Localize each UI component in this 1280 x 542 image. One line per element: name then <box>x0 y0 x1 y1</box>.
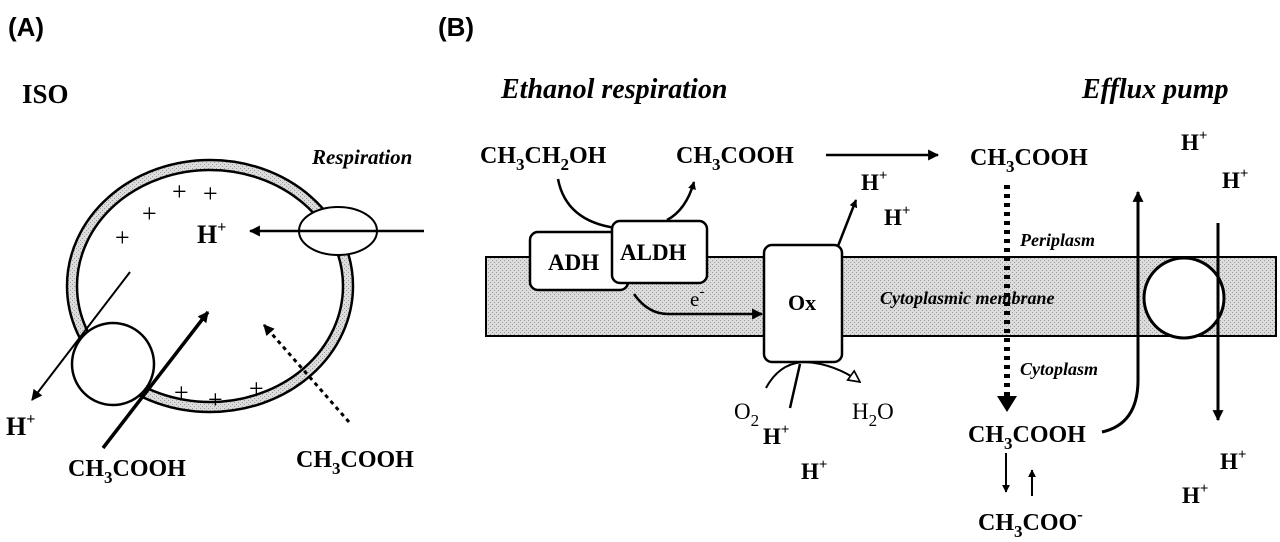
panel-a-label: (A) <box>8 12 44 42</box>
panel-a: (A) ISO Respiration H+ + + + + + + + H+ … <box>6 12 424 487</box>
acetic-acid-left: CH3COOH <box>68 456 186 487</box>
electron-label: e- <box>690 284 704 311</box>
ethanol-to-adh-curve <box>556 178 617 230</box>
proton-out-2: H+ <box>884 203 910 230</box>
acetic-acid-efflux-arrow <box>1101 190 1144 434</box>
diffusion-arrowhead <box>997 396 1017 412</box>
adh-label: ADH <box>548 250 599 275</box>
efflux-pump-title: Efflux pump <box>1081 74 1229 105</box>
proton-in-1: H+ <box>763 422 789 449</box>
acetic-acid-diffusion-arrow <box>262 324 351 423</box>
charge-mark: + <box>174 378 189 407</box>
respiration-label: Respiration <box>311 145 412 169</box>
acetic-acid-cytoplasm: CH3COOH <box>968 422 1086 453</box>
cytoplasm-label: Cytoplasm <box>1020 359 1098 379</box>
aldh-label: ALDH <box>620 240 687 265</box>
positive-charges-top: + + + + <box>115 177 218 252</box>
pump-proton-out-2: H+ <box>1222 166 1248 193</box>
efflux-pump-transporter <box>1142 256 1226 340</box>
electron-transfer-arrow <box>632 293 764 320</box>
aldh-enzyme <box>610 219 709 285</box>
charge-mark: + <box>172 177 187 206</box>
proton-transporter <box>70 321 156 407</box>
ethanol-respiration-title: Ethanol respiration <box>500 74 727 105</box>
proton-inside: H+ <box>197 219 226 249</box>
acetic-acid-entry-arrow <box>101 310 210 450</box>
panel-a-title: ISO <box>22 79 69 109</box>
charge-mark: + <box>115 223 130 252</box>
water-label: H2O <box>852 399 894 430</box>
proton-pump-out-arrow <box>836 199 858 247</box>
proton-uptake-line <box>788 363 802 409</box>
charge-mark: + <box>249 374 264 403</box>
proton-in-2: H+ <box>801 457 827 484</box>
charge-mark: + <box>203 179 218 208</box>
proton-out: H+ <box>6 411 35 441</box>
pump-proton-in-2: H+ <box>1182 481 1208 508</box>
panel-b-label: (B) <box>438 12 474 42</box>
pump-proton-out-1: H+ <box>1181 128 1207 155</box>
ethanol-label: CH3CH2OH <box>480 143 607 174</box>
aldh-to-acetic-acid-arrow <box>666 181 696 222</box>
periplasm-label: Periplasm <box>1019 230 1095 250</box>
charge-mark: + <box>208 385 223 414</box>
positive-charges-bottom: + + + <box>174 374 264 414</box>
panel-b: (B) Ethanol respiration Efflux pump CH3C… <box>438 12 1277 541</box>
pump-proton-in-1: H+ <box>1220 447 1246 474</box>
acetate-label: CH3COO- <box>978 505 1083 541</box>
acetic-acid-periplasm: CH3COOH <box>970 145 1088 176</box>
oxygen-reduction-arrow <box>765 360 860 389</box>
acetic-acid-right: CH3COOH <box>296 447 414 478</box>
charge-mark: + <box>142 199 157 228</box>
ox-label: Ox <box>788 290 816 315</box>
proton-efflux-arrow <box>31 271 131 401</box>
oxygen-label: O2 <box>734 399 759 430</box>
proton-out-1: H+ <box>861 168 887 195</box>
acetic-acid-product: CH3COOH <box>676 143 794 174</box>
membrane-label: Cytoplasmic membrane <box>880 288 1055 308</box>
